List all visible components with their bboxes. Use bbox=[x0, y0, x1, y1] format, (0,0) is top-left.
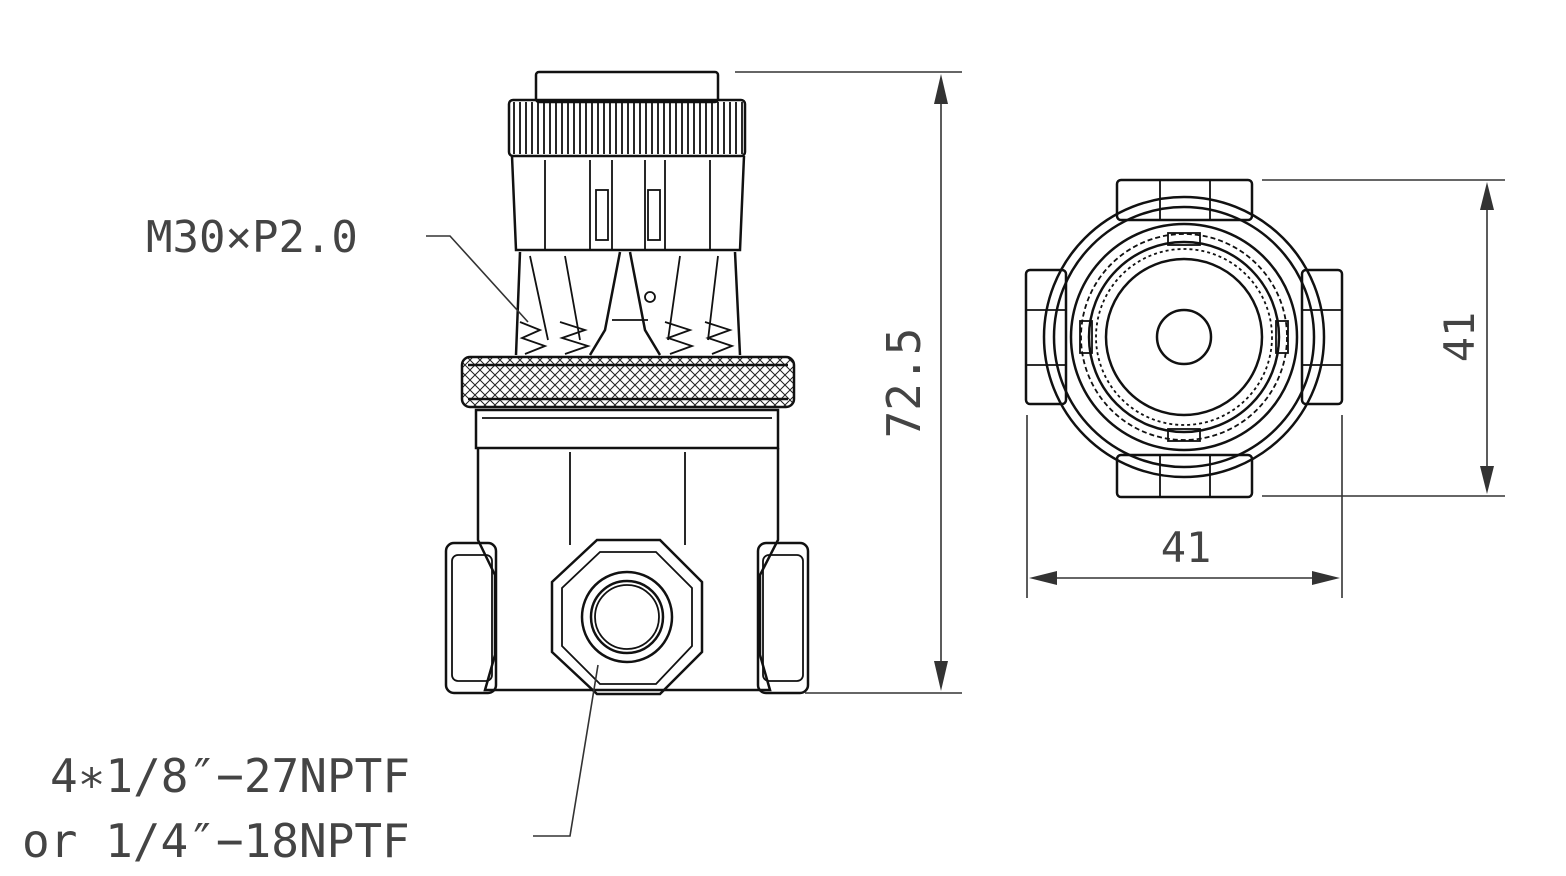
side-width-dimension-label: 41 bbox=[1161, 523, 1212, 572]
height-dimension-label: 72.5 bbox=[877, 328, 931, 439]
lock-nut bbox=[460, 355, 796, 409]
port-spec-line2: or 1/4″−18NPTF bbox=[22, 814, 410, 868]
valve-body bbox=[444, 408, 810, 696]
knob-ridges bbox=[513, 102, 743, 154]
port-callout: 4∗1/8″−27NPTF or 1/4″−18NPTF bbox=[22, 664, 599, 868]
port-spec-line1: 4∗1/8″−27NPTF bbox=[50, 749, 410, 803]
threaded-neck bbox=[514, 251, 742, 356]
thread-spec-label: M30×P2.0 bbox=[146, 212, 358, 263]
thread-callout: M30×P2.0 bbox=[146, 212, 529, 323]
dimension-height: 72.5 bbox=[735, 71, 962, 694]
dimension-side-width: 41 bbox=[1026, 415, 1343, 598]
dimension-side-height: 41 bbox=[1262, 179, 1505, 497]
side-height-dimension-label: 41 bbox=[1435, 312, 1484, 363]
adjusting-knob bbox=[507, 70, 747, 252]
top-view bbox=[1024, 178, 1344, 499]
front-view bbox=[444, 70, 810, 696]
